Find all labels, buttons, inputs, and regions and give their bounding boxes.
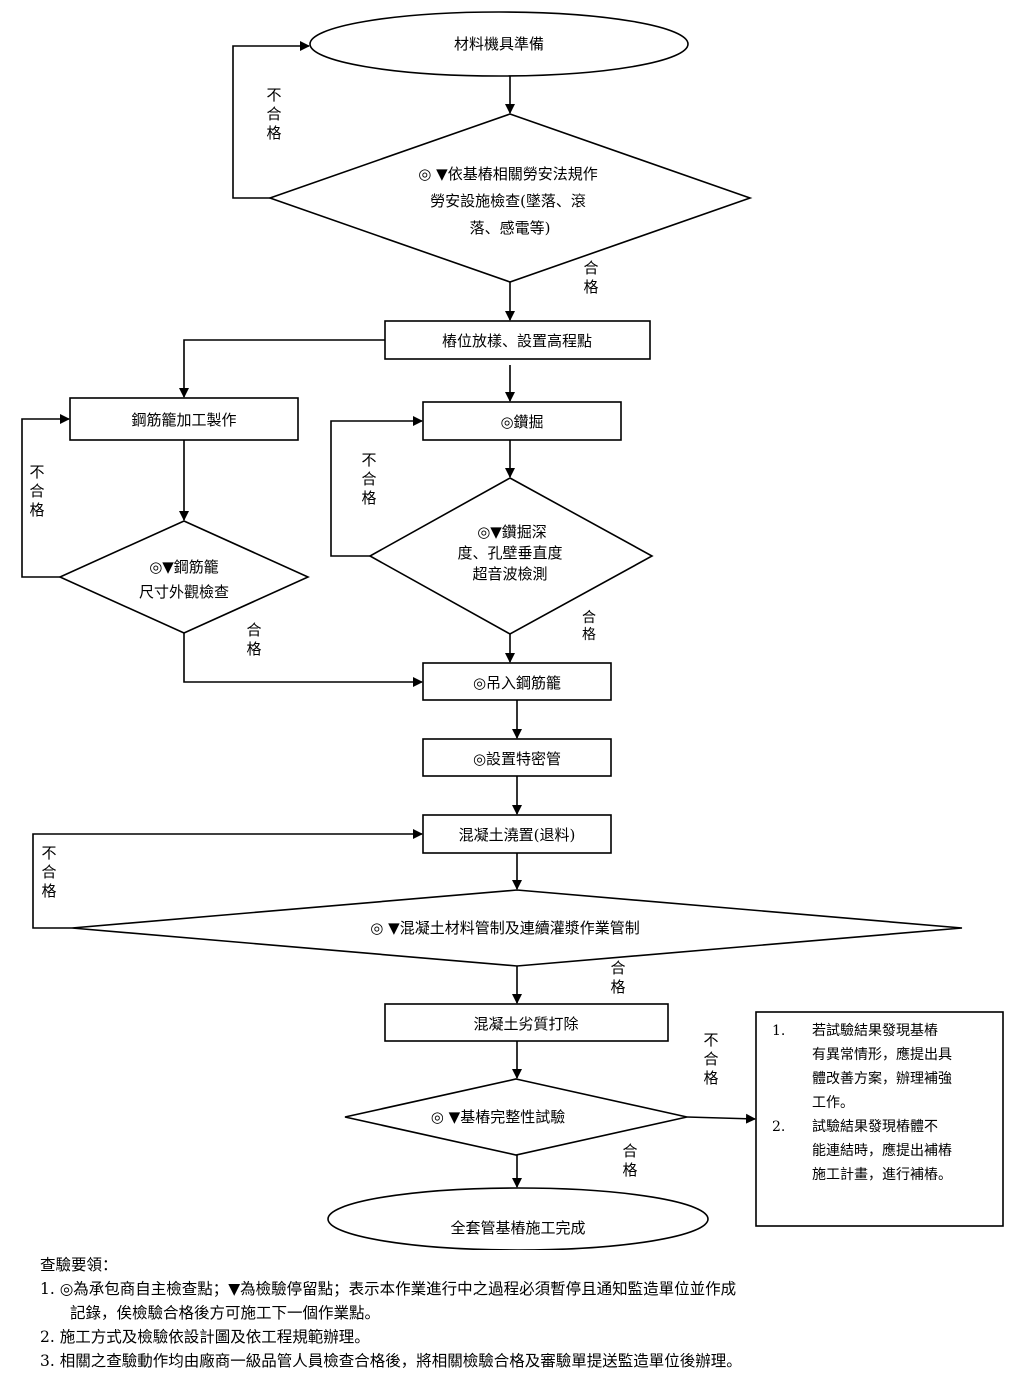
layout-label: 樁位放樣、設置高程點 <box>442 332 592 350</box>
svg-text:施工計畫，進行補樁。: 施工計畫，進行補樁。 <box>812 1166 952 1183</box>
cage-check-decision <box>58 520 310 634</box>
safety-check-line3: 落、感電等) <box>470 219 551 237</box>
fail-label-3: 不 合 格 <box>361 451 376 507</box>
svg-text:格: 格 <box>610 978 625 996</box>
svg-text:不: 不 <box>703 1031 718 1049</box>
svg-text:格: 格 <box>41 882 56 900</box>
svg-text:能連結時，應提出補樁: 能連結時，應提出補樁 <box>812 1142 952 1159</box>
notes-heading: 查驗要領： <box>40 1256 118 1274</box>
svg-text:格: 格 <box>583 278 598 296</box>
remark-text: 1. 若試驗結果發現基樁 有異常情形，應提出具 體改善方案，辦理補強 工作。 2… <box>772 1022 952 1183</box>
svg-text:格: 格 <box>703 1069 718 1087</box>
notes-item-1-cont: 記錄，俟檢驗合格後方可施工下一個作業點。 <box>70 1304 381 1322</box>
safety-check-line2: 勞安設施檢查(墜落、滾 <box>430 192 586 210</box>
svg-text:格: 格 <box>582 627 596 643</box>
svg-text:合: 合 <box>41 863 56 881</box>
pass-label-1: 合 格 <box>583 259 598 296</box>
flowchart: 材料機具準備 ◎ ▼依基樁相關勞安法規作 勞安設施檢查(墜落、滾 落、感電等) … <box>21 11 1004 1250</box>
inspection-notes: 查驗要領： 1. ◎為承包商自主檢查點；▼為檢驗停留點；表示本作業進行中之過程必… <box>40 1253 1000 1373</box>
svg-text:工作。: 工作。 <box>812 1095 854 1111</box>
notes-item-2: 2. 施工方式及檢驗依設計圖及依工程規範辦理。 <box>40 1328 370 1346</box>
svg-text:試驗結果發現樁體不: 試驗結果發現樁體不 <box>812 1118 938 1135</box>
remove-label: 混凝土劣質打除 <box>473 1015 578 1033</box>
concrete-check-label: ◎ ▼混凝土材料管制及連續灌漿作業管制 <box>370 919 639 937</box>
svg-text:格: 格 <box>246 640 261 658</box>
integrity-label: ◎ ▼基樁完整性試驗 <box>431 1108 565 1126</box>
drill-check-line3: 超音波檢測 <box>472 565 547 583</box>
remove-process <box>384 1003 669 1042</box>
svg-text:不: 不 <box>266 86 281 104</box>
pass-label-3: 合 格 <box>582 610 596 643</box>
end-terminator <box>327 1187 709 1250</box>
tremie-label: ◎設置特密管 <box>473 750 561 768</box>
pour-label: 混凝土澆置(退料) <box>459 826 576 844</box>
notes-item-3: 3. 相關之查驗動作均由廠商一級品管人員檢查合格後，將相關檢驗合格及審驗單提送監… <box>40 1352 742 1370</box>
drill-process <box>422 401 622 441</box>
prep-label: 材料機具準備 <box>454 35 544 53</box>
svg-text:合: 合 <box>266 105 281 123</box>
svg-text:不: 不 <box>41 844 56 862</box>
notes-item-1: 1. ◎為承包商自主檢查點；▼為檢驗停留點；表示本作業進行中之過程必須暫停且通知… <box>40 1280 737 1298</box>
fail-label-4: 不 合 格 <box>41 844 56 900</box>
svg-text:格: 格 <box>361 489 376 507</box>
remark-box <box>755 1011 1004 1227</box>
svg-text:合: 合 <box>703 1050 718 1068</box>
remark-num-1: 1. <box>772 1023 785 1039</box>
pass-label-4: 合 格 <box>610 959 625 996</box>
remark-num-2: 2. <box>772 1119 785 1135</box>
done-label: 全套管基樁施工完成 <box>450 1219 585 1237</box>
svg-text:合: 合 <box>246 621 261 639</box>
fail-label-1: 不 合 格 <box>266 86 281 142</box>
pass-label-2: 合 格 <box>246 621 261 658</box>
fail-label-5: 不 合 格 <box>703 1031 718 1087</box>
drill-label: ◎鑽掘 <box>500 413 543 431</box>
drill-check-line2: 度、孔壁垂直度 <box>457 544 562 562</box>
svg-text:格: 格 <box>622 1161 637 1179</box>
start-terminator <box>309 11 689 77</box>
svg-text:不: 不 <box>29 463 44 481</box>
svg-text:合: 合 <box>622 1142 637 1160</box>
hoist-label: ◎吊入鋼筋籠 <box>473 674 561 692</box>
integrity-decision <box>344 1078 688 1156</box>
pass-label-5: 合 格 <box>622 1142 637 1179</box>
safety-check-line1: ◎ ▼依基樁相關勞安法規作 <box>418 165 597 183</box>
svg-text:合: 合 <box>583 259 598 277</box>
svg-text:有異常情形，應提出具: 有異常情形，應提出具 <box>812 1046 952 1063</box>
svg-text:合: 合 <box>610 959 625 977</box>
svg-text:合: 合 <box>582 610 596 626</box>
svg-text:體改善方案，辦理補強: 體改善方案，辦理補強 <box>812 1070 952 1087</box>
svg-text:若試驗結果發現基樁: 若試驗結果發現基樁 <box>812 1022 938 1039</box>
svg-text:合: 合 <box>361 470 376 488</box>
cage-check-line1: ◎▼鋼筋籠 <box>149 558 219 576</box>
svg-text:合: 合 <box>29 482 44 500</box>
svg-text:格: 格 <box>29 501 44 519</box>
drill-check-line1: ◎▼鑽掘深 <box>477 523 547 541</box>
cage-check-line2: 尺寸外觀檢查 <box>139 583 229 601</box>
cage-fab-label: 鋼筋籠加工製作 <box>131 411 236 429</box>
svg-text:格: 格 <box>266 124 281 142</box>
svg-text:不: 不 <box>361 451 376 469</box>
fail-label-2: 不 合 格 <box>29 463 44 519</box>
